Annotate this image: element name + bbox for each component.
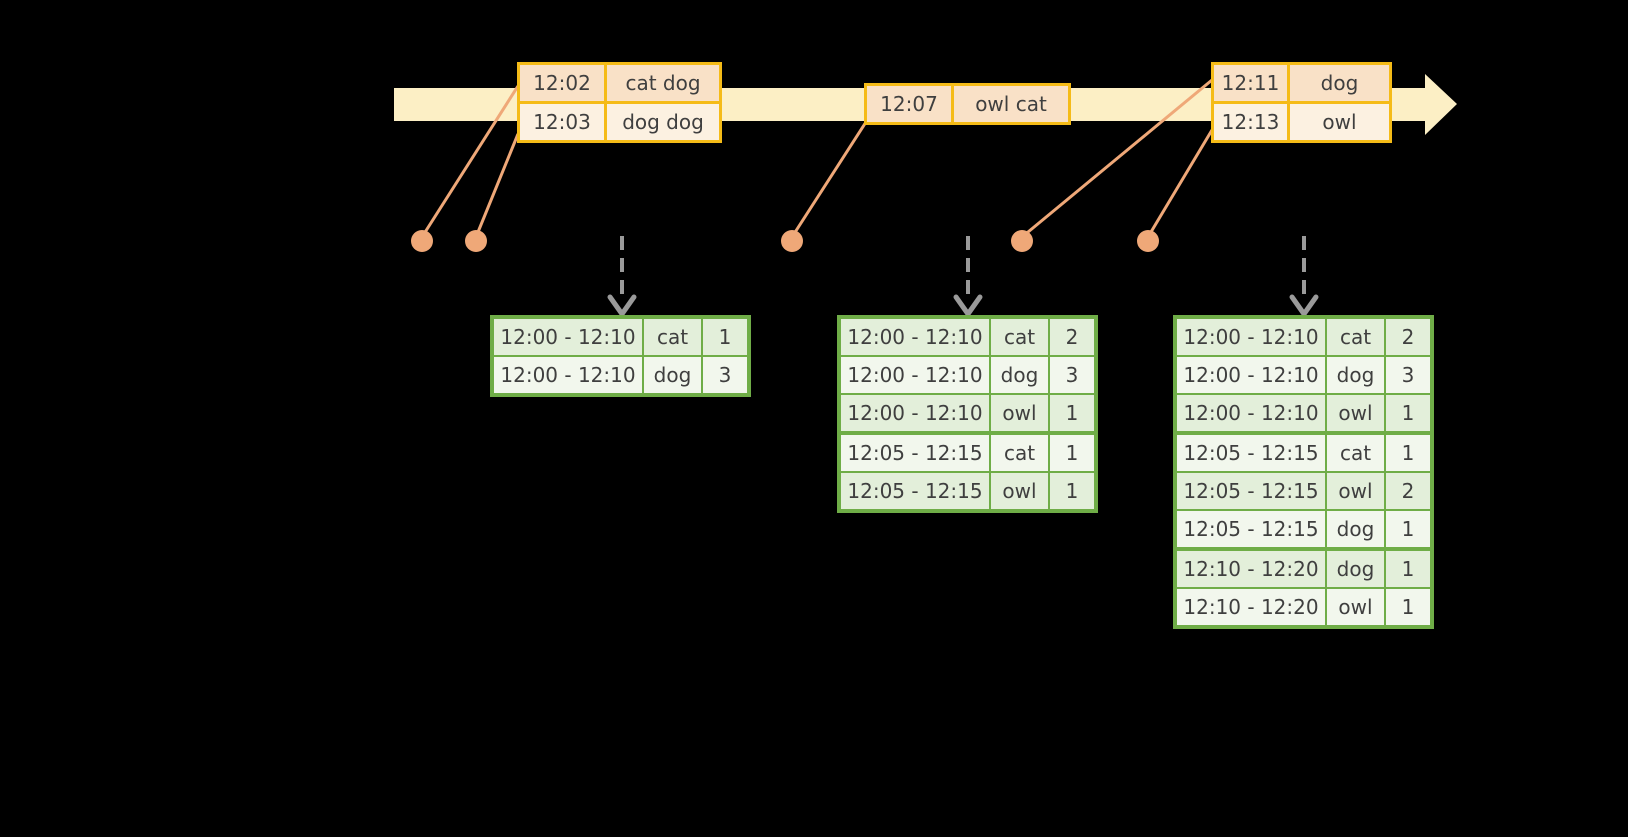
- table-cell: 12:13: [1221, 110, 1280, 134]
- table-cell: 1: [1048, 435, 1094, 471]
- table-cell: owl: [1325, 473, 1384, 509]
- table-cell: dog: [1325, 357, 1384, 393]
- table-cell: 12:02: [533, 71, 591, 95]
- table-cell: 3: [701, 357, 747, 393]
- table-cell: owl: [1325, 395, 1384, 431]
- table-cell: 12:00 - 12:10: [847, 325, 983, 349]
- table-cell: 1: [1048, 473, 1094, 509]
- table-cell: cat: [989, 435, 1048, 471]
- table-cell: 12:05 - 12:15: [1183, 517, 1319, 541]
- table-cell: cat: [1325, 435, 1384, 471]
- table-row: 12:07 owl cat: [867, 86, 1068, 122]
- down-arrow-icon: [1289, 236, 1319, 319]
- table-cell: 12:10 - 12:20: [1183, 557, 1319, 581]
- event-dot: [1137, 230, 1159, 252]
- table-cell: 12:00 - 12:10: [1183, 401, 1319, 425]
- event-connector-line: [420, 85, 520, 238]
- table-row: 12:02 cat dog: [520, 65, 719, 101]
- table-cell: 1: [1384, 395, 1430, 431]
- table-cell: 12:00 - 12:10: [500, 363, 636, 387]
- event-table-3: 12:11 dog 12:13 owl: [1211, 62, 1392, 143]
- table-cell: dog: [1325, 551, 1384, 587]
- table-cell: 2: [1384, 319, 1430, 355]
- table-cell: 12:00 - 12:10: [847, 363, 983, 387]
- event-dot: [1011, 230, 1033, 252]
- event-connector-line: [474, 133, 520, 238]
- event-table-1: 12:02 cat dog 12:03 dog dog: [517, 62, 722, 143]
- event-connector-line: [1021, 78, 1213, 239]
- table-cell: 12:05 - 12:15: [847, 441, 983, 465]
- table-cell: cat: [642, 319, 701, 355]
- table-cell: cat: [1325, 319, 1384, 355]
- table-cell: owl: [989, 395, 1048, 431]
- table-cell: owl cat: [951, 86, 1068, 122]
- table-cell: dog: [1287, 65, 1389, 101]
- table-cell: dog: [989, 357, 1048, 393]
- table-cell: cat: [989, 319, 1048, 355]
- table-cell: 1: [701, 319, 747, 355]
- table-cell: 12:07: [880, 92, 938, 116]
- table-cell: 1: [1384, 435, 1430, 471]
- table-cell: 1: [1384, 551, 1430, 587]
- event-connector-line: [790, 121, 868, 238]
- down-arrow-icon: [953, 236, 983, 319]
- table-cell: owl: [1325, 589, 1384, 625]
- table-cell: 2: [1384, 473, 1430, 509]
- table-cell: 12:00 - 12:10: [847, 401, 983, 425]
- event-dot: [781, 230, 803, 252]
- event-dot: [411, 230, 433, 252]
- table-cell: owl: [1287, 104, 1389, 140]
- table-cell: 1: [1048, 395, 1094, 431]
- down-arrow-icon: [607, 236, 637, 319]
- table-cell: 12:00 - 12:10: [1183, 363, 1319, 387]
- table-cell: 12:05 - 12:15: [847, 479, 983, 503]
- table-cell: cat dog: [604, 65, 719, 101]
- table-row: 12:13 owl: [1214, 101, 1389, 140]
- table-cell: 12:05 - 12:15: [1183, 441, 1319, 465]
- table-cell: 3: [1384, 357, 1430, 393]
- table-cell: dog dog: [604, 104, 719, 140]
- table-cell: 12:03: [533, 110, 591, 134]
- table-cell: 1: [1384, 589, 1430, 625]
- table-cell: 12:10 - 12:20: [1183, 595, 1319, 619]
- event-connector-line: [1146, 129, 1214, 238]
- table-row: 12:11 dog: [1214, 65, 1389, 101]
- table-row: 12:03 dog dog: [520, 101, 719, 140]
- table-cell: 3: [1048, 357, 1094, 393]
- table-cell: 12:05 - 12:15: [1183, 479, 1319, 503]
- table-cell: 1: [1384, 511, 1430, 547]
- table-cell: dog: [1325, 511, 1384, 547]
- table-cell: 12:00 - 12:10: [1183, 325, 1319, 349]
- event-dot: [465, 230, 487, 252]
- table-cell: dog: [642, 357, 701, 393]
- table-cell: 2: [1048, 319, 1094, 355]
- table-cell: 12:11: [1221, 71, 1280, 95]
- table-cell: owl: [989, 473, 1048, 509]
- event-table-2: 12:07 owl cat: [864, 83, 1071, 125]
- table-cell: 12:00 - 12:10: [500, 325, 636, 349]
